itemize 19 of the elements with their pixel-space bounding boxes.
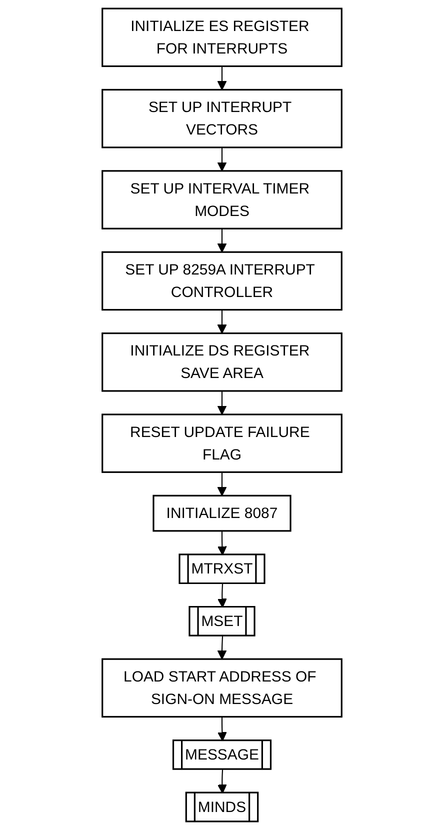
node-box: SET UP INTERVAL TIMER MODES	[102, 170, 342, 230]
node-box: INITIALIZE ES REGISTER FOR INTERRUPTS	[102, 8, 342, 68]
node-box: SET UP 8259A INTERRUPT CONTROLLER	[102, 251, 342, 311]
arrow	[217, 636, 227, 660]
node-box: INITIALIZE DS REGISTER SAVE AREA	[102, 332, 342, 392]
node-box: SET UP INTERRUPT VECTORS	[102, 88, 342, 148]
arrow	[217, 66, 227, 90]
arrow	[217, 770, 227, 794]
node-box: LOAD START ADDRESS OF SIGN-ON MESSAGE	[102, 658, 342, 718]
arrow	[217, 530, 227, 556]
arrow	[217, 390, 227, 415]
arrow	[217, 147, 227, 172]
arrow	[217, 716, 227, 742]
arrow	[217, 472, 227, 496]
arrow	[217, 228, 227, 253]
arrow	[217, 584, 227, 608]
node-box: INITIALIZE 8087	[152, 494, 292, 532]
arrow	[217, 310, 227, 334]
node-box: RESET UPDATE FAILURE FLAG	[102, 414, 342, 473]
